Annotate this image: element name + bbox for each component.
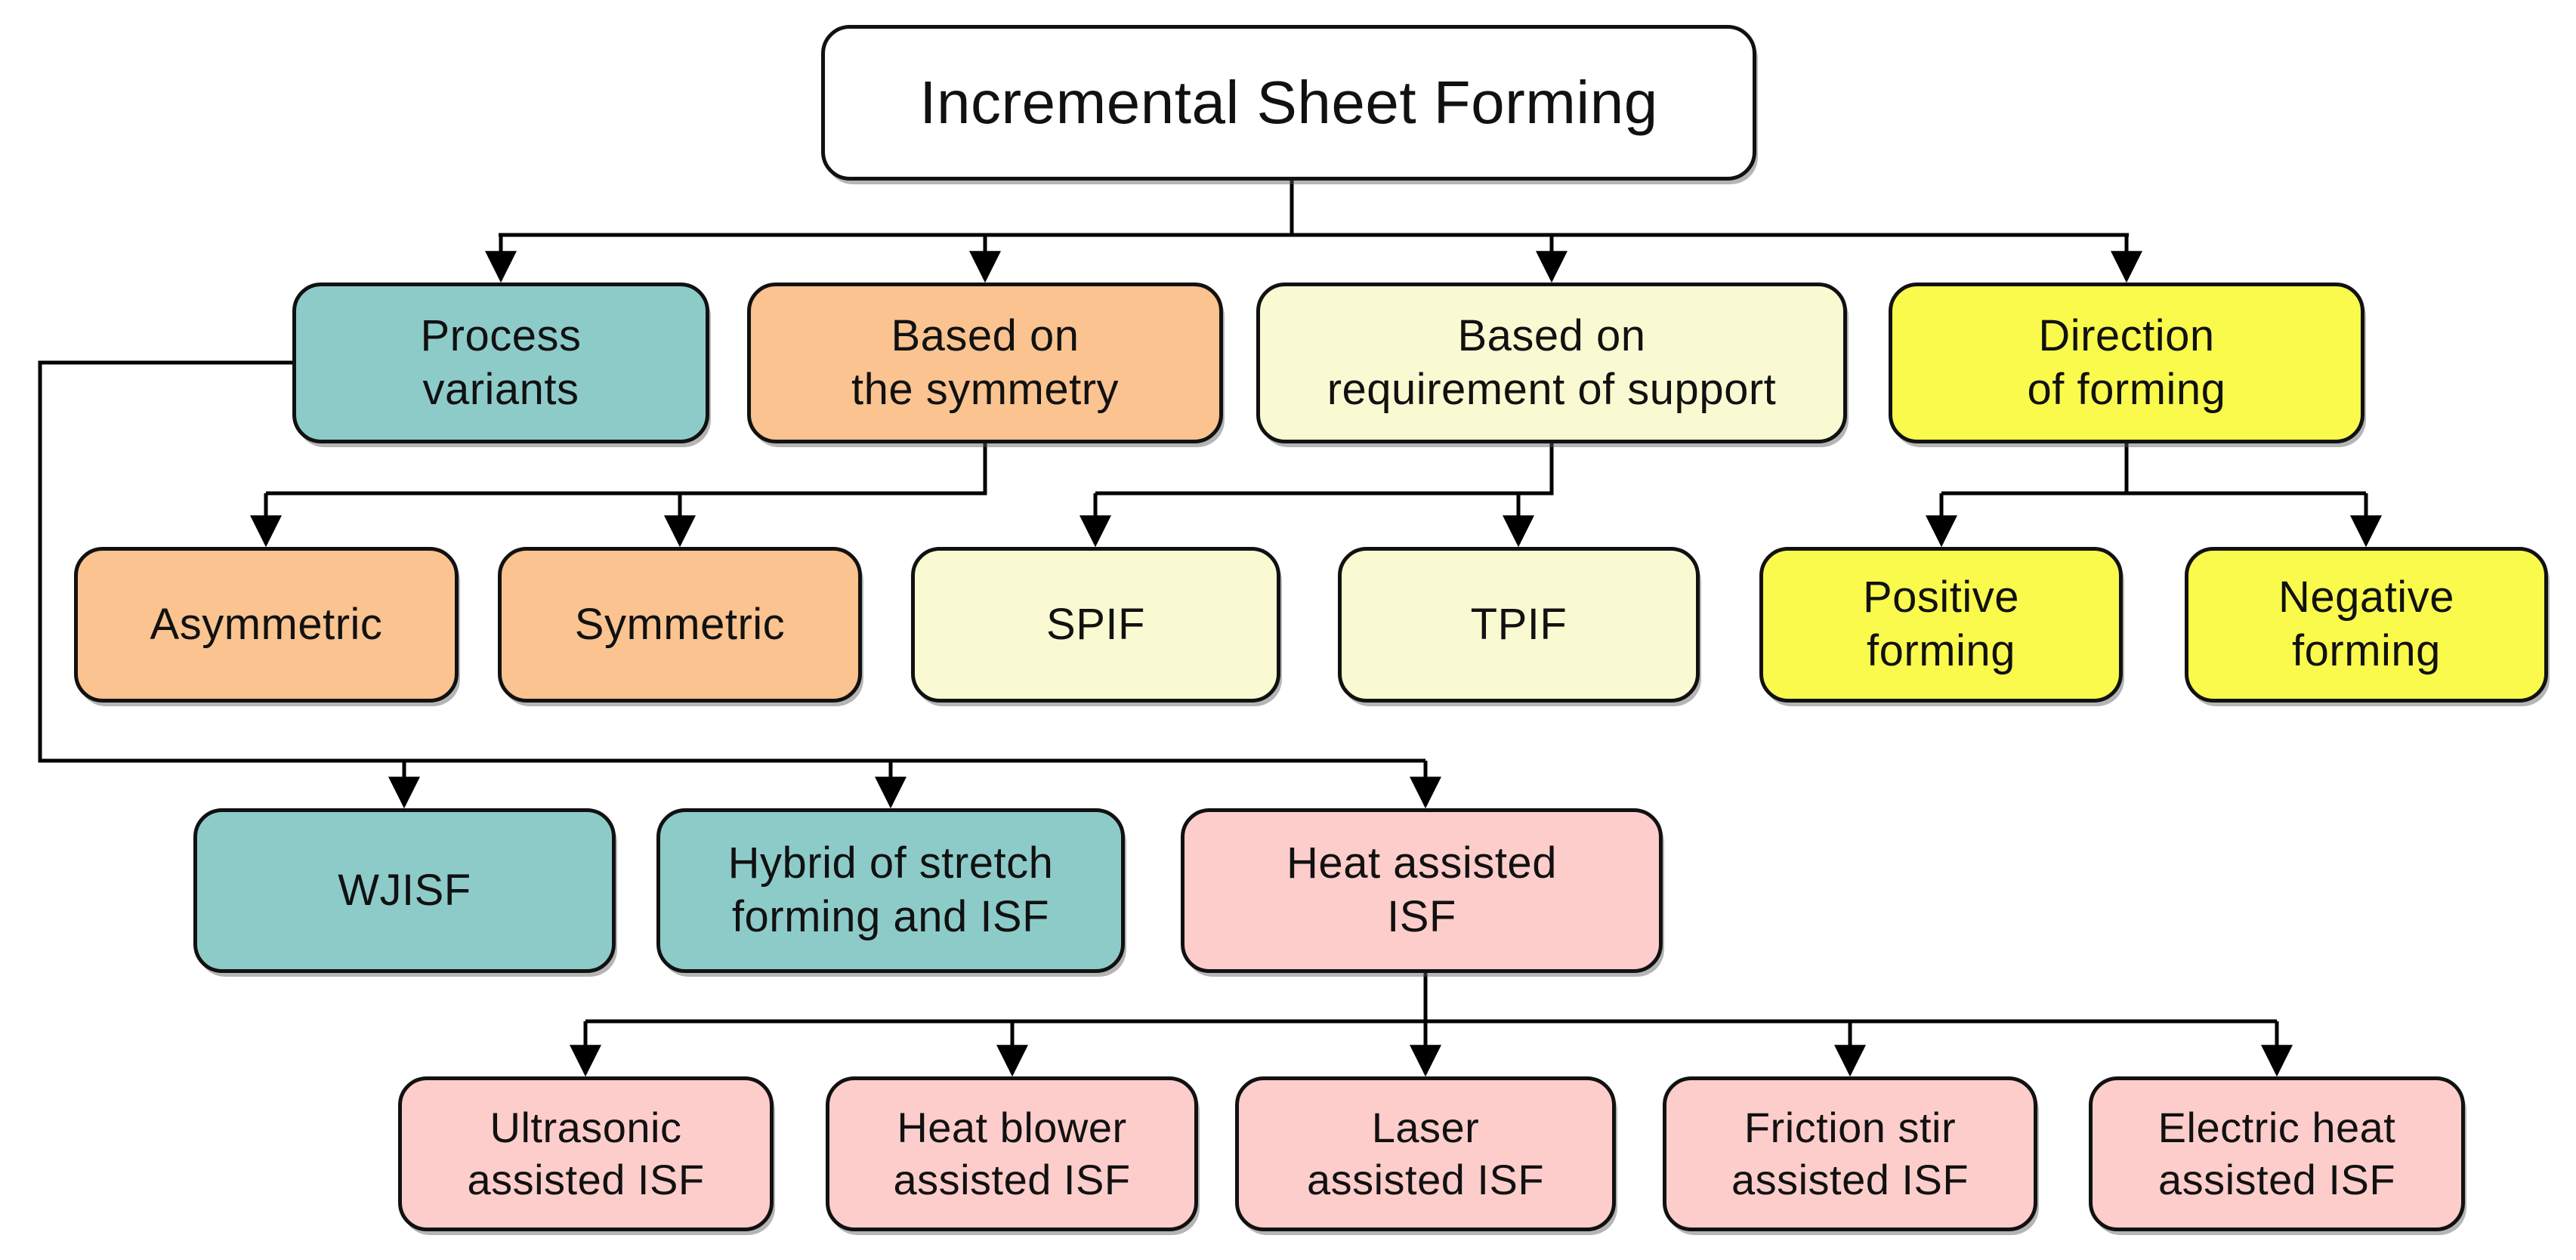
node-label: WJISF bbox=[338, 865, 471, 915]
node-tpif: TPIF bbox=[1338, 547, 1700, 703]
node-spif: SPIF bbox=[911, 547, 1280, 703]
node-positive-forming: Positive forming bbox=[1759, 547, 2123, 703]
node-based-on-the-symmetry: Based on the symmetry bbox=[747, 283, 1223, 443]
node-label: Process variants bbox=[420, 310, 582, 414]
node-label: Negative forming bbox=[2278, 573, 2454, 675]
node-incremental-sheet-forming: Incremental Sheet Forming bbox=[821, 25, 1756, 181]
node-heat-assisted-isf: Heat assisted ISF bbox=[1181, 808, 1663, 973]
node-label: Direction of forming bbox=[2027, 310, 2226, 414]
direction-branch bbox=[1941, 443, 2366, 496]
node-based-on-requirement-of-support: Based on requirement of support bbox=[1256, 283, 1847, 443]
node-label: Incremental Sheet Forming bbox=[919, 69, 1658, 137]
node-wjisf: WJISF bbox=[193, 808, 616, 973]
node-label: Hybrid of stretch forming and ISF bbox=[727, 838, 1054, 941]
node-symmetric: Symmetric bbox=[498, 547, 862, 703]
node-label: Based on the symmetry bbox=[851, 310, 1120, 414]
node-direction-of-forming: Direction of forming bbox=[1889, 283, 2364, 443]
node-laser-assisted-isf: Laser assisted ISF bbox=[1235, 1076, 1616, 1231]
heat-assisted-branch bbox=[585, 973, 2277, 1024]
node-label: Heat assisted ISF bbox=[1286, 838, 1557, 941]
node-process-variants: Process variants bbox=[292, 283, 709, 443]
node-label: Asymmetric bbox=[150, 599, 383, 649]
node-label: Friction stir assisted ISF bbox=[1731, 1104, 1969, 1203]
node-label: Based on requirement of support bbox=[1327, 310, 1777, 414]
node-hybrid-stretch-forming-isf: Hybrid of stretch forming and ISF bbox=[656, 808, 1125, 973]
node-electric-heat-assisted-isf: Electric heat assisted ISF bbox=[2089, 1076, 2465, 1231]
node-label: SPIF bbox=[1046, 599, 1145, 649]
node-asymmetric: Asymmetric bbox=[74, 547, 459, 703]
node-label: Heat blower assisted ISF bbox=[893, 1104, 1131, 1203]
node-heat-blower-assisted-isf: Heat blower assisted ISF bbox=[826, 1076, 1198, 1231]
node-label: Positive forming bbox=[1862, 573, 2020, 675]
support-branch bbox=[1095, 443, 1554, 496]
node-ultrasonic-assisted-isf: Ultrasonic assisted ISF bbox=[398, 1076, 774, 1231]
node-label: TPIF bbox=[1470, 599, 1568, 649]
node-friction-stir-assisted-isf: Friction stir assisted ISF bbox=[1663, 1076, 2037, 1231]
node-label: Electric heat assisted ISF bbox=[2157, 1104, 2396, 1203]
process-variants-branch bbox=[38, 360, 1425, 763]
node-label: Ultrasonic assisted ISF bbox=[467, 1104, 705, 1203]
symmetry-branch bbox=[266, 443, 987, 496]
node-label: Laser assisted ISF bbox=[1306, 1104, 1545, 1203]
node-label: Symmetric bbox=[574, 599, 786, 649]
node-negative-forming: Negative forming bbox=[2185, 547, 2548, 703]
